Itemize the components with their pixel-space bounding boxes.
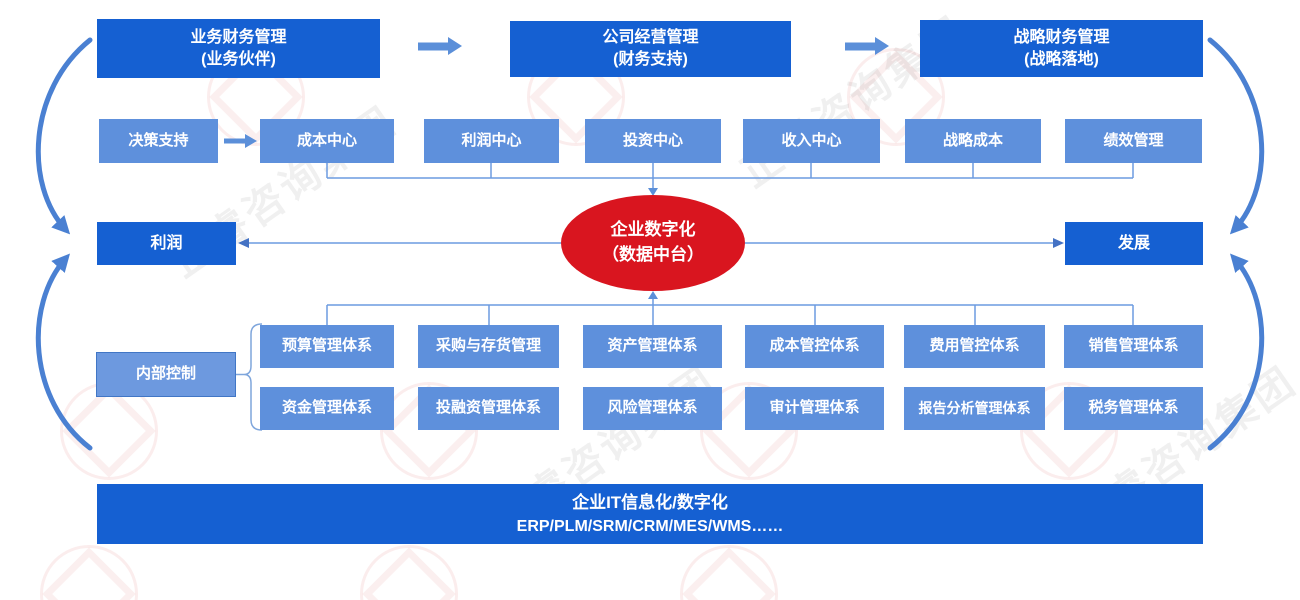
- watermark-diamond-icon: [682, 547, 776, 600]
- center-box-profit-center: 利润中心: [424, 119, 559, 163]
- hub-line2: （数据中台）: [602, 245, 704, 264]
- system-box-audit-mgmt: 审计管理体系: [745, 387, 884, 430]
- system-box-label: 报告分析管理体系: [918, 400, 1031, 417]
- watermark-logo-icon: [680, 545, 778, 600]
- bottom-it-bar: 企业IT信息化/数字化 ERP/PLM/SRM/CRM/MES/WMS……: [97, 484, 1203, 544]
- center-box-cost-center: 成本中心: [260, 119, 394, 163]
- watermark-diamond-icon: [62, 384, 156, 478]
- system-box-label: 审计管理体系: [769, 399, 860, 417]
- internal-control-bracket: [236, 323, 263, 431]
- center-box-label: 绩效管理: [1103, 131, 1164, 149]
- top-box-line1: 业务财务管理: [190, 28, 287, 46]
- watermark-logo-icon: [40, 545, 138, 600]
- system-box-tax-mgmt: 税务管理体系: [1064, 387, 1203, 430]
- system-box-label: 预算管理体系: [281, 337, 372, 355]
- top-box-business-finance-mgmt: 业务财务管理 (业务伙伴): [97, 19, 380, 78]
- top-box-strategic-finance-mgmt: 战略财务管理 (战略落地): [920, 20, 1203, 77]
- center-box-label: 收入中心: [781, 131, 842, 149]
- top-box-company-operation-mgmt: 公司经营管理 (财务支持): [510, 21, 791, 77]
- top-box-line2: (财务支持): [613, 51, 688, 68]
- watermark-logo-icon: [847, 48, 945, 146]
- system-box-investment-financing-mgmt: 投融资管理体系: [418, 387, 559, 430]
- center-box-label: 投资中心: [622, 131, 683, 149]
- system-box-cost-control: 成本管控体系: [745, 325, 884, 368]
- left-top-curve-arrow: [35, 37, 93, 235]
- center-box-decision-support: 决策支持: [99, 119, 218, 163]
- system-box-label: 资金管理体系: [281, 399, 372, 417]
- system-box-procurement-inventory: 采购与存货管理: [418, 325, 559, 368]
- system-box-capital-mgmt: 资金管理体系: [260, 387, 394, 430]
- center-box-label: 决策支持: [128, 131, 189, 149]
- system-box-label: 投融资管理体系: [435, 399, 541, 417]
- system-box-asset-mgmt: 资产管理体系: [583, 325, 722, 368]
- lower-bus-arrowhead: [648, 291, 658, 299]
- system-box-sales-mgmt: 销售管理体系: [1064, 325, 1203, 368]
- center-box-strategic-cost: 战略成本: [905, 119, 1041, 163]
- internal-control-box: 内部控制: [96, 352, 236, 397]
- top-box-line1: 公司经营管理: [602, 29, 699, 47]
- system-box-expense-control: 费用管控体系: [904, 325, 1045, 368]
- upper-bus-lines: [326, 163, 1134, 189]
- system-box-label: 费用管控体系: [929, 337, 1020, 355]
- watermark-diamond-icon: [42, 547, 136, 600]
- system-box-label: 采购与存货管理: [435, 337, 541, 355]
- system-box-report-analysis-mgmt: 报告分析管理体系: [904, 387, 1045, 430]
- watermark-diamond-icon: [362, 547, 456, 600]
- system-box-label: 风险管理体系: [607, 399, 698, 417]
- center-box-label: 利润中心: [461, 131, 522, 149]
- outcome-label: 利润: [150, 234, 183, 252]
- development-arrowhead: [1053, 238, 1064, 248]
- system-box-risk-mgmt: 风险管理体系: [583, 387, 722, 430]
- right-top-curve-arrow: [1207, 37, 1265, 235]
- top-box-line2: (战略落地): [1024, 50, 1099, 68]
- center-box-revenue-center: 收入中心: [743, 119, 880, 163]
- lower-bus-lines: [326, 298, 1134, 325]
- top-box-line1: 战略财务管理: [1013, 28, 1110, 46]
- top-flow-arrow-1: [418, 37, 462, 55]
- system-box-label: 税务管理体系: [1088, 399, 1179, 417]
- internal-control-label: 内部控制: [135, 365, 196, 383]
- center-box-performance-mgmt: 绩效管理: [1065, 119, 1202, 163]
- system-box-label: 销售管理体系: [1088, 337, 1179, 355]
- bottom-bar-line1: 企业IT信息化/数字化: [572, 493, 728, 513]
- center-box-investment-center: 投资中心: [585, 119, 721, 163]
- center-box-label: 成本中心: [296, 131, 357, 149]
- system-box-label: 资产管理体系: [607, 337, 698, 355]
- hub-line1: 企业数字化: [610, 220, 696, 240]
- bottom-bar-line2: ERP/PLM/SRM/CRM/MES/WMS……: [516, 517, 784, 535]
- outcome-box-development: 发展: [1065, 222, 1203, 265]
- hub-enterprise-digitalization: 企业数字化 （数据中台）: [561, 195, 745, 291]
- center-box-label: 战略成本: [942, 131, 1003, 149]
- outcome-label: 发展: [1117, 234, 1150, 252]
- watermark-logo-icon: [360, 545, 458, 600]
- system-box-budget-mgmt: 预算管理体系: [260, 325, 394, 368]
- watermark-logo-icon: [700, 382, 798, 480]
- system-box-label: 成本管控体系: [769, 337, 860, 355]
- outcome-box-profit: 利润: [97, 222, 236, 265]
- top-box-line2: (业务伙伴): [201, 50, 276, 68]
- watermark-logo-icon: [1020, 382, 1118, 480]
- watermark-logo-icon: [380, 382, 478, 480]
